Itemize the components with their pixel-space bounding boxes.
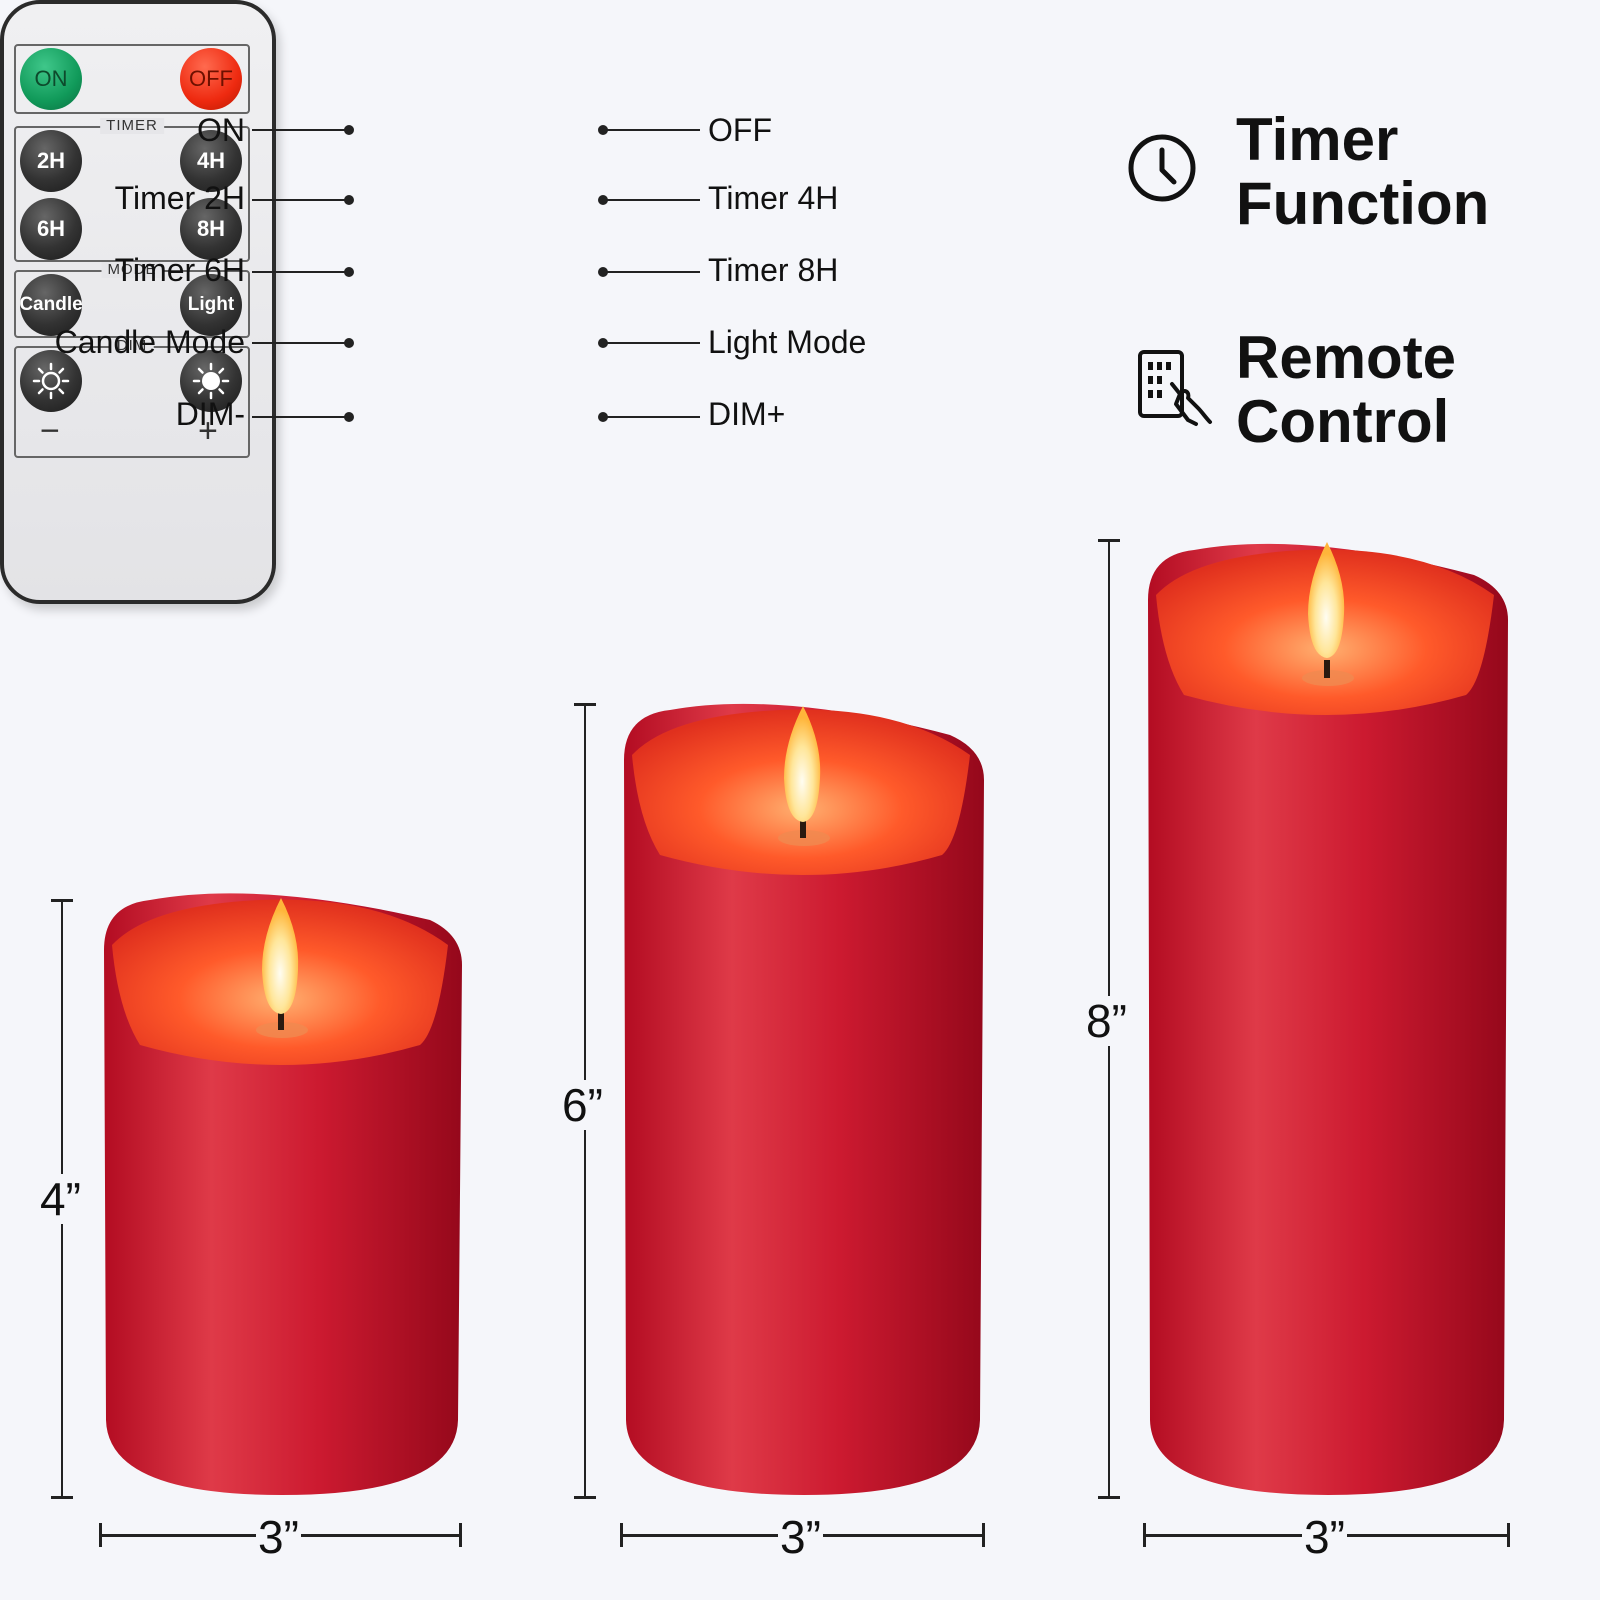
timer-group-label: TIMER bbox=[100, 118, 164, 134]
callout-timer-8h: Timer 8H bbox=[708, 252, 839, 288]
clock-icon bbox=[1128, 134, 1196, 202]
feature-remote-line1: Remote bbox=[1236, 324, 1457, 391]
callout-off: OFF bbox=[708, 112, 772, 148]
width-label-candle-1: 3” bbox=[256, 1511, 301, 1563]
callout-dim-plus: DIM+ bbox=[708, 396, 786, 432]
plus-sign: + bbox=[198, 412, 218, 450]
callout-timer-6h: Timer 6H bbox=[114, 252, 245, 288]
power-group: ON OFF bbox=[14, 44, 250, 114]
leader-dot bbox=[344, 267, 354, 277]
timer-2h-button[interactable]: 2H bbox=[20, 130, 82, 192]
feature-remote-line2: Control bbox=[1236, 388, 1450, 455]
leader-line bbox=[602, 416, 700, 418]
dim-cap bbox=[982, 1523, 985, 1547]
leader-line bbox=[252, 342, 350, 344]
candle-mode-button[interactable]: Candle bbox=[19, 274, 83, 336]
callout-light-mode: Light Mode bbox=[708, 324, 867, 360]
callout-timer-2h: Timer 2H bbox=[114, 180, 245, 216]
sun-outline-icon bbox=[32, 362, 70, 400]
leader-line bbox=[252, 416, 350, 418]
height-label-8in: 8” bbox=[1084, 995, 1129, 1047]
off-button[interactable]: OFF bbox=[180, 48, 242, 110]
leader-line bbox=[602, 129, 700, 131]
callout-timer-4h: Timer 4H bbox=[708, 180, 839, 216]
candle-4in bbox=[104, 893, 462, 1495]
dim-cap bbox=[51, 1496, 73, 1499]
mode-group-label: MODE bbox=[101, 262, 163, 278]
on-button[interactable]: ON bbox=[20, 48, 82, 110]
dim-minus-button[interactable] bbox=[20, 350, 82, 412]
leader-dot bbox=[344, 195, 354, 205]
leader-line bbox=[602, 342, 700, 344]
dim-group: DIM − bbox=[14, 338, 250, 458]
callout-dim-minus: DIM- bbox=[175, 396, 245, 432]
leader-line bbox=[602, 199, 700, 201]
width-label-candle-2: 3” bbox=[778, 1511, 823, 1563]
leader-dot bbox=[344, 338, 354, 348]
timer-4h-button[interactable]: 4H bbox=[180, 130, 242, 192]
leader-line bbox=[252, 271, 350, 273]
remote-hand-icon bbox=[1138, 350, 1212, 426]
dim-cap bbox=[1507, 1523, 1510, 1547]
leader-dot bbox=[344, 412, 354, 422]
remote-control: ON OFF TIMER 2H 4H 6H 8H MODE Candle Lig… bbox=[0, 0, 276, 604]
mode-group: MODE Candle Light bbox=[14, 262, 250, 338]
callout-candle-mode: Candle Mode bbox=[54, 324, 245, 360]
sun-filled-icon bbox=[192, 362, 230, 400]
feature-timer-line2: Function bbox=[1236, 170, 1490, 237]
candle-8in bbox=[1148, 542, 1508, 1495]
dim-cap bbox=[574, 1496, 596, 1499]
height-label-6in: 6” bbox=[560, 1079, 605, 1131]
light-mode-button[interactable]: Light bbox=[180, 274, 242, 336]
width-label-candle-3: 3” bbox=[1302, 1511, 1347, 1563]
dim-cap bbox=[1098, 1496, 1120, 1499]
dim-plus-button[interactable] bbox=[180, 350, 242, 412]
dim-group-label: DIM bbox=[110, 338, 154, 354]
height-label-4in: 4” bbox=[38, 1173, 83, 1225]
minus-sign: − bbox=[40, 412, 60, 450]
callout-on: ON bbox=[197, 112, 245, 148]
leader-line bbox=[252, 129, 350, 131]
timer-group: TIMER 2H 4H 6H 8H bbox=[14, 118, 250, 262]
dim-cap bbox=[459, 1523, 462, 1547]
leader-line bbox=[252, 199, 350, 201]
leader-line bbox=[602, 271, 700, 273]
timer-6h-button[interactable]: 6H bbox=[20, 198, 82, 260]
timer-8h-button[interactable]: 8H bbox=[180, 198, 242, 260]
feature-timer-line1: Timer bbox=[1236, 106, 1399, 173]
candle-6in bbox=[624, 703, 984, 1495]
leader-dot bbox=[344, 125, 354, 135]
